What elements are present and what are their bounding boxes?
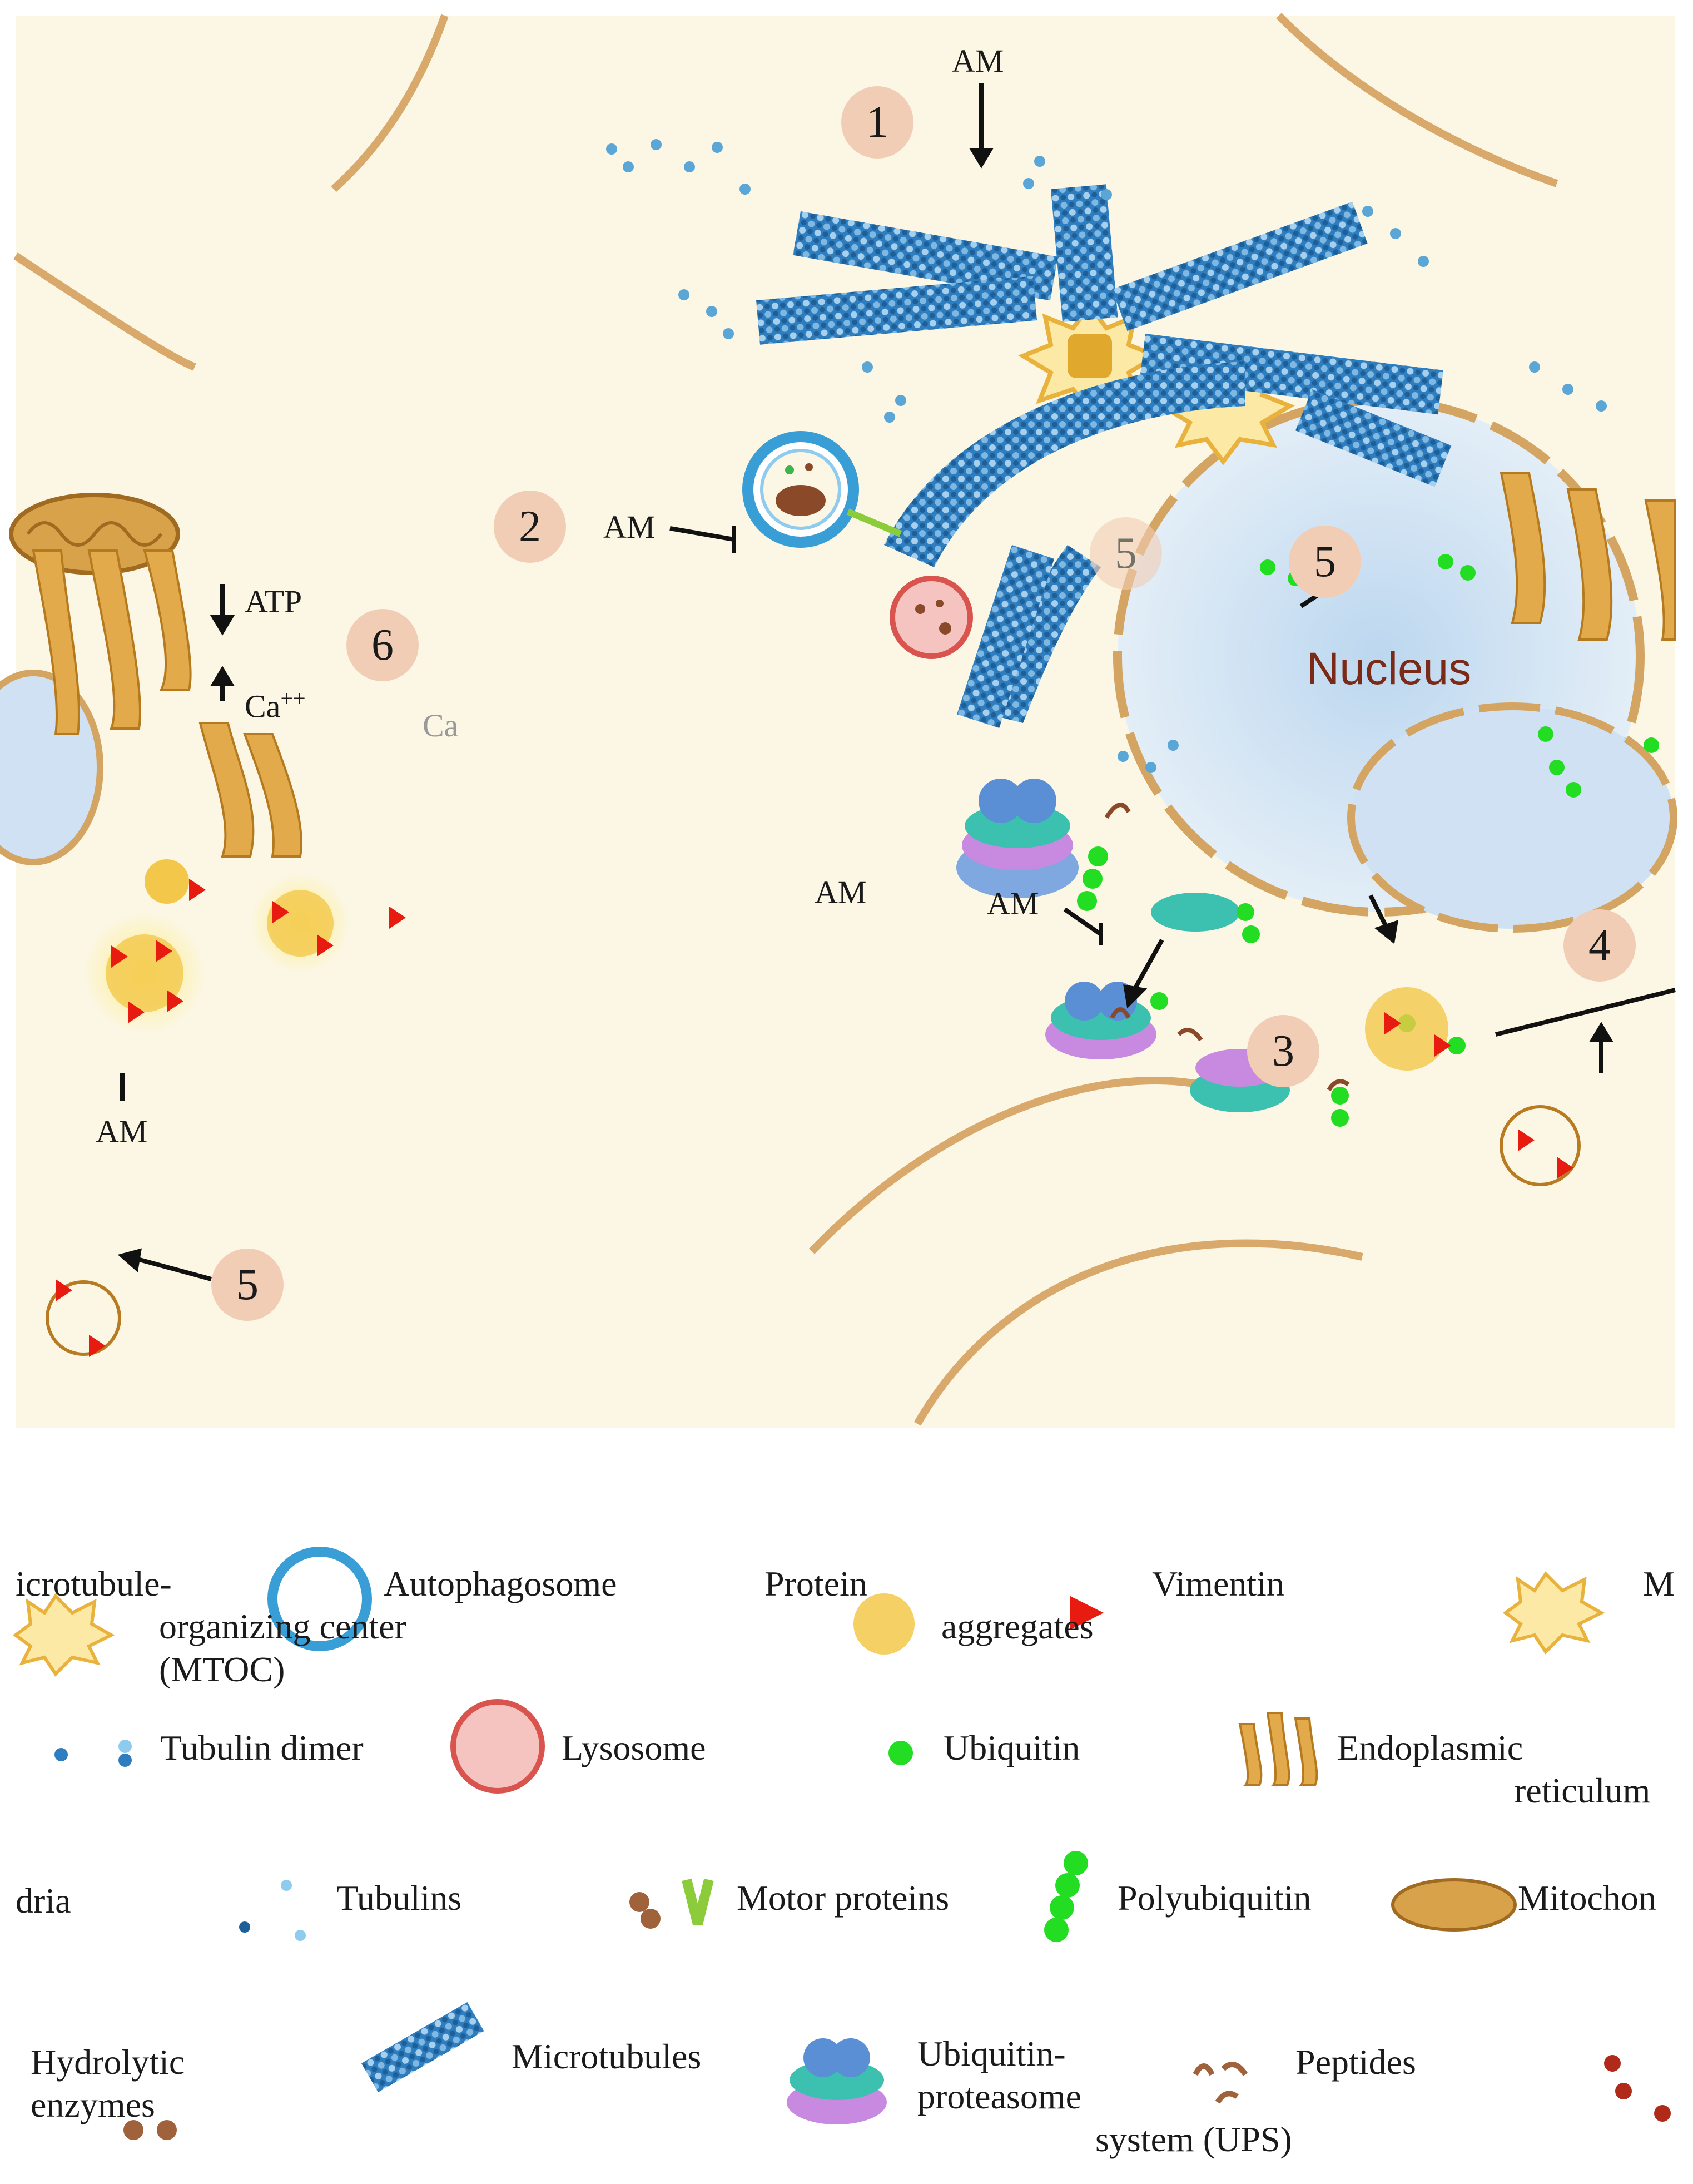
am-label-center-b: AM bbox=[987, 885, 1039, 922]
legend-mtoc-line-2: organizing center bbox=[159, 1606, 406, 1646]
legend-protein-aggregates-line-1: Protein bbox=[764, 1564, 867, 1603]
am-label-mid: AM bbox=[603, 509, 656, 545]
motor-proteins-legend-icon bbox=[629, 1878, 714, 1929]
cell-membrane-top bbox=[331, 14, 449, 192]
am-label-bottom: AM bbox=[96, 1113, 148, 1150]
step-badge-1: 1 bbox=[841, 86, 913, 159]
step-badge-5-faded: 5 bbox=[1090, 517, 1162, 590]
proteasomes bbox=[956, 779, 1290, 1112]
legend-er-line-1: Endoplasmic bbox=[1337, 1728, 1523, 1767]
cell-membrane-left bbox=[13, 252, 196, 371]
legend-ups-line-3: system (UPS) bbox=[1095, 2119, 1292, 2159]
step-badge-6: 6 bbox=[346, 609, 419, 681]
legend-lysosome: Lysosome bbox=[562, 1728, 706, 1767]
lysosome bbox=[890, 576, 973, 659]
legend-icons bbox=[12, 1547, 1671, 2140]
step-badge-2: 2 bbox=[494, 491, 566, 563]
legend-polyubiquitin: Polyubiquitin bbox=[1118, 1878, 1312, 1918]
peptides bbox=[1104, 803, 1350, 1092]
cell-membrane-bottom-right bbox=[913, 1239, 1363, 1426]
hydrolytic-cut-legend-icon bbox=[1604, 2055, 1671, 2122]
calcium-ghost-label: Ca bbox=[423, 707, 459, 744]
mtoc-legend-icon bbox=[12, 1593, 115, 1677]
legend-autophagosome: Autophagosome bbox=[384, 1564, 617, 1603]
am-label-top: AM bbox=[952, 43, 1004, 79]
mitochondria-legend-icon bbox=[1391, 1878, 1517, 1932]
er-legend-icon bbox=[1238, 1712, 1318, 1786]
hydrolytic-enzymes-legend-icon bbox=[123, 2120, 177, 2140]
legend-mtoc-line-3: (MTOC) bbox=[159, 1649, 285, 1689]
autophagosome bbox=[742, 431, 859, 548]
mtoc-cut-legend-icon bbox=[1502, 1571, 1605, 1655]
legend-motor-proteins: Motor proteins bbox=[737, 1878, 950, 1918]
vimentin-legend-icon bbox=[1070, 1596, 1104, 1630]
atp-label: ATP bbox=[245, 583, 302, 620]
calcium-symbol: Ca bbox=[245, 688, 281, 725]
am-label-center-a: AM bbox=[815, 874, 867, 910]
calcium-charge: ++ bbox=[280, 686, 306, 711]
nucleus-lower bbox=[1347, 702, 1677, 933]
legend-tubulins: Tubulins bbox=[336, 1878, 462, 1918]
peptides-legend-icon bbox=[1193, 2062, 1248, 2104]
step-badge-4: 4 bbox=[1563, 909, 1636, 982]
step-badge-3: 3 bbox=[1247, 1015, 1319, 1087]
legend-peptides: Peptides bbox=[1295, 2042, 1416, 2082]
polyubiquitin-legend-icon bbox=[1044, 1851, 1088, 1942]
legend-ups: Ubiquitin- proteasome system (UPS) bbox=[917, 2033, 1292, 2161]
step-badge-5-bottom: 5 bbox=[211, 1249, 284, 1321]
legend-microtubules: Microtubules bbox=[512, 2037, 702, 2076]
legend-protein-aggregates-line-2: aggregates bbox=[941, 1606, 1094, 1646]
legend-mtoc-line-1: icrotubule- bbox=[16, 1564, 172, 1603]
pathway-arrows bbox=[117, 83, 1676, 1281]
cell-membrane-top-right bbox=[1276, 13, 1558, 187]
legend-vimentin: Vimentin bbox=[1152, 1564, 1284, 1603]
autophagosome-legend-icon bbox=[267, 1547, 372, 1651]
step-badge-5-nuclear: 5 bbox=[1289, 526, 1361, 598]
legend-hydrolytic-line-1: Hydrolytic bbox=[31, 2042, 185, 2082]
ubiquitin-legend-icon bbox=[888, 1741, 913, 1765]
protein-aggregates-legend-icon bbox=[853, 1593, 915, 1655]
motor-protein-link bbox=[846, 508, 902, 537]
legend-mitochondria-cut: dria bbox=[16, 1881, 71, 1920]
legend-ubiquitin: Ubiquitin bbox=[944, 1728, 1080, 1767]
tubulin-dimer-legend-icon bbox=[54, 1748, 68, 1761]
ups-legend-icon bbox=[787, 2038, 887, 2124]
lysosome-legend-icon bbox=[450, 1699, 545, 1794]
legend-tubulin-dimer: Tubulin dimer bbox=[160, 1728, 364, 1767]
legend-ups-line-2: proteasome bbox=[917, 2076, 1081, 2116]
legend-mtoc: icrotubule- organizing center (MTOC) bbox=[16, 1563, 406, 1691]
legend-hydrolytic-enzymes: Hydrolytic enzymes bbox=[31, 2041, 185, 2127]
microtubules-legend-icon bbox=[361, 2002, 484, 2092]
legend-mtoc-cut: M bbox=[1643, 1564, 1675, 1603]
legend-protein-aggregates: Protein aggregates bbox=[764, 1563, 1094, 1648]
legend-hydrolytic-line-2: enzymes bbox=[31, 2084, 155, 2124]
cell-membrane-bottom bbox=[808, 1077, 1225, 1254]
vimentin-markers bbox=[56, 879, 1573, 1357]
legend-mitochondria: Mitochon bbox=[1518, 1878, 1656, 1918]
tubulin-dots bbox=[606, 139, 1607, 773]
nucleus-label: Nucleus bbox=[1307, 643, 1472, 694]
calcium-label: Ca++ bbox=[245, 687, 306, 724]
microtubules bbox=[756, 184, 1452, 729]
tubulins-legend-icon bbox=[281, 1880, 292, 1891]
legend-ups-line-1: Ubiquitin- bbox=[917, 2034, 1066, 2073]
legend-endoplasmic-reticulum: Endoplasmic reticulum bbox=[1337, 1727, 1650, 1812]
legend-er-line-2: reticulum bbox=[1514, 1770, 1651, 1810]
endoplasmic-reticulum bbox=[32, 472, 1676, 858]
